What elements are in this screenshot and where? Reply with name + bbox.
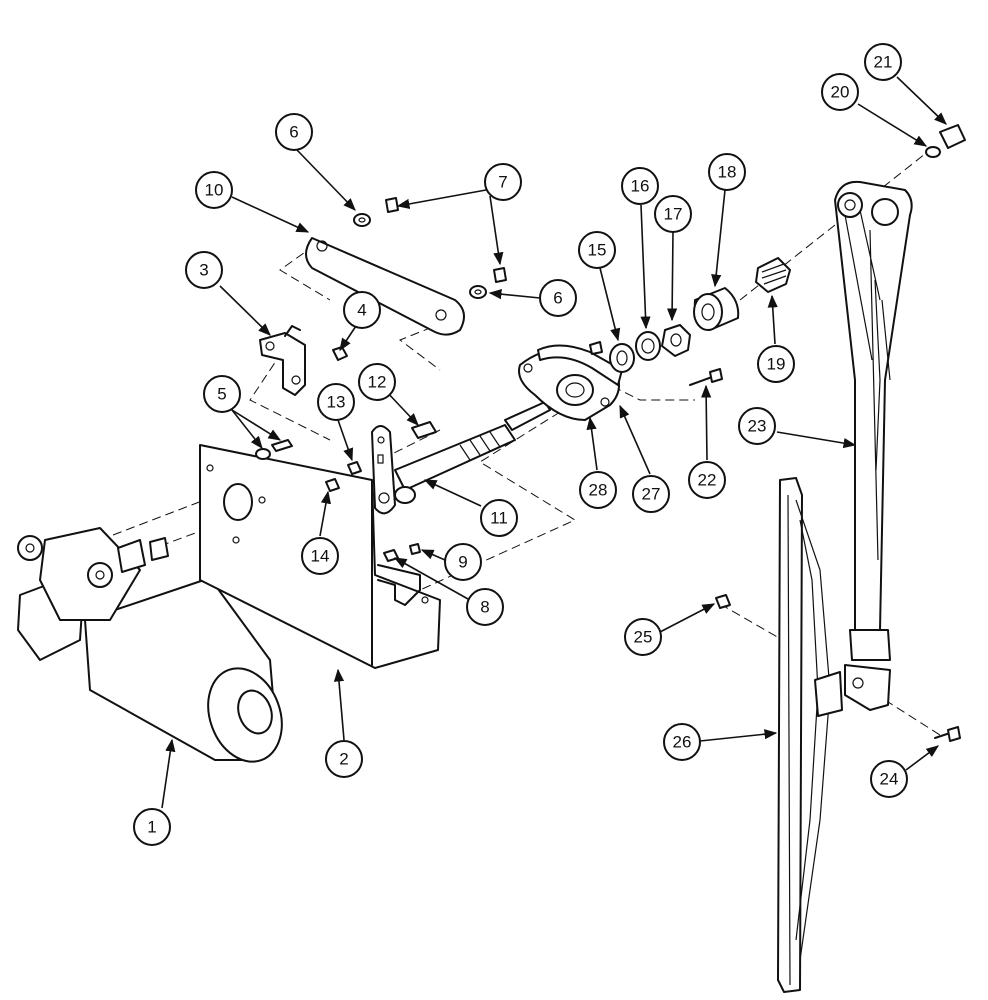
callout-22-label: 22 — [698, 471, 717, 490]
callout-24: 24 — [870, 760, 908, 798]
blade-fasteners — [715, 594, 961, 742]
callout-15-label: 15 — [588, 241, 607, 260]
callout-5-label: 5 — [217, 385, 226, 404]
callout-19: 19 — [757, 345, 795, 383]
callout-16-label: 16 — [631, 177, 650, 196]
callout-4: 4 — [343, 291, 381, 329]
callout-12: 12 — [358, 363, 396, 401]
callout-27-label: 27 — [642, 485, 661, 504]
callout-7: 7 — [484, 163, 522, 201]
callout-1-label: 1 — [147, 818, 156, 837]
callout-18: 18 — [708, 153, 746, 191]
callout-3: 3 — [185, 251, 223, 289]
callout-20-label: 20 — [831, 83, 850, 102]
callout-15: 15 — [578, 231, 616, 269]
spindle-housing — [518, 341, 623, 421]
callout-18-label: 18 — [718, 163, 737, 182]
callout-19-label: 19 — [767, 355, 786, 374]
callout-21: 21 — [864, 43, 902, 81]
callout-2-label: 2 — [339, 750, 348, 769]
callouts: 1 2 3 4 5 6 6 7 8 9 10 11 12 13 14 15 16… — [133, 43, 908, 846]
leader-arrows — [161, 76, 947, 809]
callout-26: 26 — [663, 723, 701, 761]
callout-3-label: 3 — [199, 261, 208, 280]
connecting-link — [305, 237, 465, 336]
callout-24-label: 24 — [880, 770, 899, 789]
callout-26-label: 26 — [673, 733, 692, 752]
callout-14-label: 14 — [311, 547, 330, 566]
callout-25-label: 25 — [634, 628, 653, 647]
callout-23: 23 — [738, 407, 776, 445]
wiper-spindle-crank — [371, 401, 551, 515]
small-link-bracket — [259, 325, 306, 396]
callout-8: 8 — [466, 588, 504, 626]
callout-27: 27 — [632, 475, 670, 513]
wiper-blade — [777, 477, 843, 993]
callout-13: 13 — [317, 383, 355, 421]
callout-9-label: 9 — [458, 553, 467, 572]
callout-28-label: 28 — [589, 481, 608, 500]
callout-20: 20 — [821, 73, 859, 111]
callout-6-right: 6 — [539, 279, 577, 317]
pivot-stud — [411, 421, 437, 439]
housing-bolt — [689, 368, 723, 386]
callout-17-label: 17 — [664, 205, 683, 224]
callout-10: 10 — [195, 171, 233, 209]
callout-14: 14 — [301, 537, 339, 575]
callout-25: 25 — [624, 618, 662, 656]
callout-6-top-label: 6 — [289, 123, 298, 142]
callout-11-label: 11 — [490, 509, 508, 528]
callout-17: 17 — [654, 195, 692, 233]
callout-7-label: 7 — [498, 173, 507, 192]
callout-21-label: 21 — [874, 53, 893, 72]
callout-6-top: 6 — [275, 113, 313, 151]
callout-23-label: 23 — [748, 417, 767, 436]
callout-2: 2 — [325, 740, 363, 778]
callout-9: 9 — [444, 543, 482, 581]
callout-22: 22 — [688, 461, 726, 499]
callout-8-label: 8 — [480, 598, 489, 617]
spindle-hardware-stack — [609, 257, 791, 373]
callout-5: 5 — [203, 375, 241, 413]
callout-4-label: 4 — [357, 301, 366, 320]
callout-16: 16 — [621, 167, 659, 205]
callout-11: 11 — [480, 499, 518, 537]
callout-10-label: 10 — [205, 181, 224, 200]
wiper-arm — [834, 180, 913, 711]
callout-6-right-label: 6 — [553, 289, 562, 308]
callout-28: 28 — [579, 471, 617, 509]
callout-13-label: 13 — [327, 393, 346, 412]
callout-1: 1 — [133, 808, 171, 846]
callout-12-label: 12 — [368, 373, 387, 392]
wiper-motor — [17, 527, 283, 763]
